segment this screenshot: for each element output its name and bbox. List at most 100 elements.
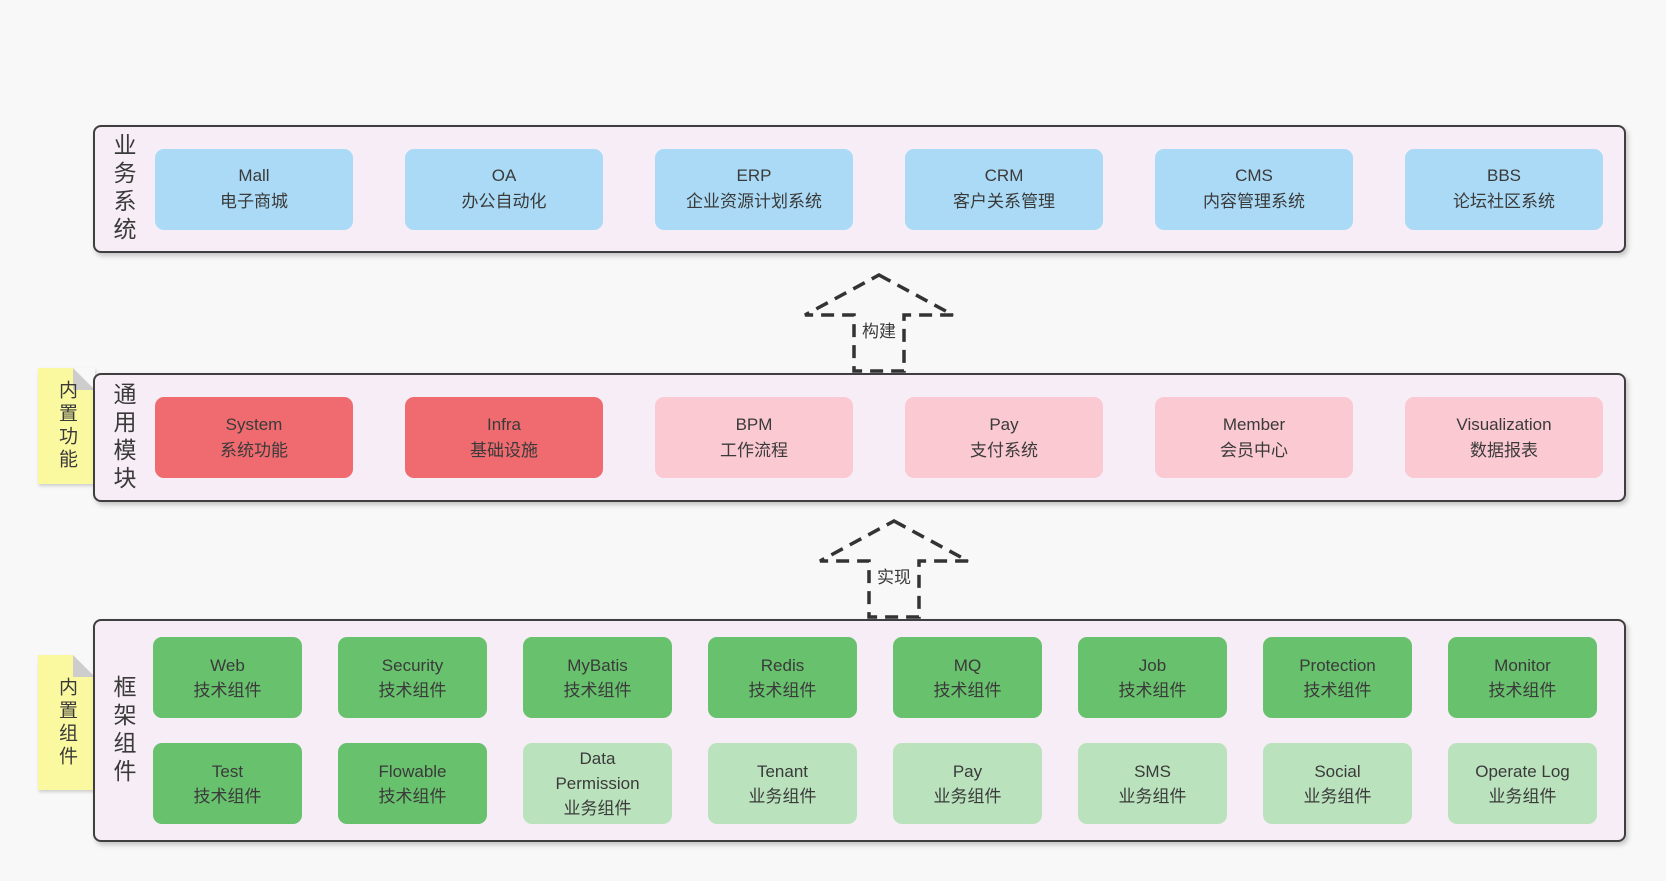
box-redis-name: Redis [760, 655, 805, 675]
box-mq-desc: 技术组件 [933, 680, 1002, 700]
sticky-built-in-components: 内置组件 [38, 655, 95, 790]
box-operate-log: Operate Log 业务组件 [1448, 743, 1597, 824]
box-test-name: Test [211, 761, 244, 781]
box-protection-desc: 技术组件 [1303, 680, 1372, 700]
box-test-desc: 技术组件 [193, 786, 262, 806]
box-redis: Redis 技术组件 [708, 637, 857, 718]
box-system-name: System [225, 414, 283, 434]
box-data-permission-desc: 业务组件 [563, 799, 632, 818]
box-tenant-desc: 业务组件 [748, 786, 817, 806]
box-cms-desc: 内容管理系统 [1203, 192, 1305, 211]
framework-components-row-1: Web 技术组件 Security 技术组件 MyBatis 技术组件 Redi… [153, 637, 1597, 718]
box-bpm-name: BPM [735, 414, 773, 434]
framework-components-row-2: Test 技术组件 Flowable 技术组件 Data Permission … [153, 743, 1597, 824]
arrow-build: 构建 [803, 273, 955, 373]
box-web-name: Web [210, 655, 245, 675]
sticky-built-in-features: 内置功能 [38, 368, 95, 484]
arrow-implement: 实现 [818, 519, 970, 619]
box-infra-name: Infra [486, 414, 522, 434]
box-protection-name: Protection [1299, 655, 1376, 675]
box-sms-desc: 业务组件 [1118, 786, 1187, 806]
layer-business-systems: 业务系统 Mall 电子商城 OA 办公自动化 ERP 企业资源计划系统 CRM… [93, 125, 1626, 253]
box-visualization-desc: 数据报表 [1470, 440, 1538, 460]
box-tenant: Tenant 业务组件 [708, 743, 857, 824]
box-security-desc: 技术组件 [378, 680, 447, 700]
box-pay-module-desc: 支付系统 [970, 440, 1038, 460]
box-crm: CRM 客户关系管理 [905, 148, 1103, 230]
box-sms: SMS 业务组件 [1078, 743, 1227, 824]
arrow-implement-label: 实现 [875, 563, 913, 588]
box-social: Social 业务组件 [1263, 743, 1412, 824]
box-sms-name: SMS [1134, 761, 1171, 781]
box-crm-name: CRM [984, 166, 1024, 185]
box-operate-log-desc: 业务组件 [1488, 786, 1557, 806]
box-bbs-name: BBS [1486, 166, 1522, 185]
box-web-desc: 技术组件 [193, 680, 262, 700]
sticky-built-in-features-label: 内置功能 [56, 380, 77, 472]
box-data-permission: Data Permission 业务组件 [523, 743, 672, 824]
box-job-name: Job [1138, 655, 1167, 675]
arrow-build-label: 构建 [860, 317, 898, 342]
box-mq: MQ 技术组件 [893, 637, 1042, 718]
box-system-desc: 系统功能 [220, 440, 288, 460]
box-monitor-desc: 技术组件 [1488, 680, 1557, 700]
layer-framework-components-label: 框架组件 [110, 674, 136, 787]
box-pay-module: Pay 支付系统 [905, 397, 1103, 478]
box-erp: ERP 企业资源计划系统 [655, 148, 853, 230]
box-web: Web 技术组件 [153, 637, 302, 718]
layer-business-systems-label: 业务系统 [110, 133, 136, 245]
box-social-name: Social [1314, 761, 1361, 781]
box-visualization: Visualization 数据报表 [1405, 397, 1603, 478]
box-cms-name: CMS [1235, 166, 1273, 185]
box-mq-name: MQ [953, 655, 982, 675]
box-social-desc: 业务组件 [1303, 786, 1372, 806]
layer-framework-components: 框架组件 Web 技术组件 Security 技术组件 MyBatis 技术组件… [93, 619, 1626, 842]
box-monitor-name: Monitor [1494, 655, 1551, 675]
box-flowable: Flowable 技术组件 [338, 743, 487, 824]
box-test: Test 技术组件 [153, 743, 302, 824]
box-mybatis: MyBatis 技术组件 [523, 637, 672, 718]
box-bpm: BPM 工作流程 [655, 397, 853, 478]
box-protection: Protection 技术组件 [1263, 637, 1412, 718]
box-pay-component-desc: 业务组件 [933, 786, 1002, 806]
box-flowable-desc: 技术组件 [378, 786, 447, 806]
arrow-build-shape [804, 273, 954, 373]
box-job: Job 技术组件 [1078, 637, 1227, 718]
box-mall-name: Mall [238, 166, 270, 185]
box-oa-desc: 办公自动化 [461, 192, 547, 211]
box-operate-log-name: Operate Log [1475, 761, 1570, 781]
box-bbs-desc: 论坛社区系统 [1453, 192, 1555, 211]
box-erp-name: ERP [736, 166, 772, 185]
box-member: Member 会员中心 [1155, 397, 1353, 478]
box-oa-name: OA [491, 166, 517, 185]
box-mall: Mall 电子商城 [155, 148, 353, 230]
box-oa: OA 办公自动化 [405, 148, 603, 230]
common-modules-row: System 系统功能 Infra 基础设施 BPM 工作流程 Pay 支付系统… [155, 397, 1603, 478]
framework-components-grid: Web 技术组件 Security 技术组件 MyBatis 技术组件 Redi… [153, 637, 1597, 824]
box-security-name: Security [381, 655, 444, 675]
box-job-desc: 技术组件 [1118, 680, 1187, 700]
box-mybatis-name: MyBatis [567, 655, 628, 675]
box-data-permission-name: Data Permission [555, 749, 640, 793]
box-erp-desc: 企业资源计划系统 [686, 192, 822, 211]
box-redis-desc: 技术组件 [748, 680, 817, 700]
box-cms: CMS 内容管理系统 [1155, 148, 1353, 230]
box-member-desc: 会员中心 [1220, 440, 1288, 460]
box-crm-desc: 客户关系管理 [953, 192, 1055, 211]
box-visualization-name: Visualization [1456, 414, 1552, 434]
box-mall-desc: 电子商城 [220, 192, 288, 211]
box-system: System 系统功能 [155, 397, 353, 478]
layer-common-modules: 通用模块 System 系统功能 Infra 基础设施 BPM 工作流程 Pay… [93, 373, 1626, 502]
layer-common-modules-label: 通用模块 [110, 381, 136, 494]
box-pay-component-name: Pay [952, 761, 983, 781]
box-pay-component: Pay 业务组件 [893, 743, 1042, 824]
sticky-built-in-components-label: 内置组件 [56, 676, 77, 769]
box-infra: Infra 基础设施 [405, 397, 603, 478]
arrow-implement-shape [819, 519, 969, 619]
box-tenant-name: Tenant [756, 761, 809, 781]
box-pay-module-name: Pay [989, 414, 1019, 434]
box-monitor: Monitor 技术组件 [1448, 637, 1597, 718]
box-mybatis-desc: 技术组件 [563, 680, 632, 700]
box-flowable-name: Flowable [378, 761, 447, 781]
